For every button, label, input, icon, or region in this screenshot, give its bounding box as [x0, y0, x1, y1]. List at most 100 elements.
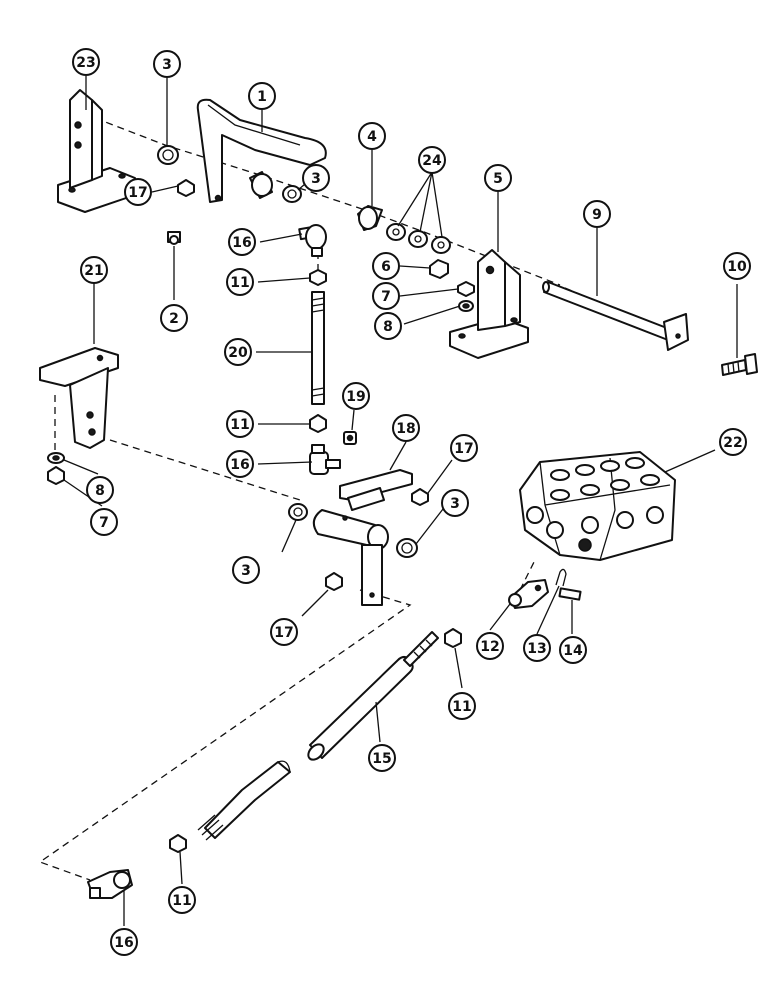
callout-circle: [342, 382, 370, 410]
callout-circle: [583, 200, 611, 228]
callout-19: 19: [342, 382, 370, 410]
callout-14: 14: [559, 636, 587, 664]
callout-label: 19: [346, 389, 365, 405]
callout-label: 3: [241, 563, 251, 579]
bushing-3d: [396, 538, 418, 558]
callout-7: 7: [372, 282, 400, 310]
callout-circle: [224, 338, 252, 366]
bushing-3a: [157, 145, 179, 165]
callout-circle: [450, 434, 478, 462]
callout-label: 1: [257, 89, 267, 105]
callout-label: 2: [169, 311, 179, 327]
nut-7b: [47, 466, 65, 485]
callout-label: 17: [274, 625, 293, 641]
bracket-5: [449, 249, 529, 359]
callout-label: 9: [592, 207, 602, 223]
callout-circle: [232, 556, 260, 584]
bushing-4: [357, 205, 383, 231]
callout-circle: [392, 414, 420, 442]
nut-6: [429, 259, 449, 279]
callout-label: 13: [527, 641, 546, 657]
callout-circle: [72, 48, 100, 76]
callout-circle: [226, 410, 254, 438]
callout-label: 20: [228, 345, 248, 361]
callout-2: 2: [160, 304, 188, 332]
pin-14: [558, 587, 582, 601]
callout-label: 23: [76, 55, 95, 71]
callout-label: 22: [723, 435, 742, 451]
washer-8b: [47, 452, 65, 464]
callout-circle: [226, 268, 254, 296]
pin-9: [542, 281, 689, 351]
callout-label: 16: [114, 935, 133, 951]
callout-circle: [248, 82, 276, 110]
lever-18: [312, 469, 413, 606]
callout-circle: [523, 634, 551, 662]
fitting-19: [343, 431, 357, 445]
callout-circle: [418, 146, 446, 174]
callout-11: 11: [168, 886, 196, 914]
callout-17: 17: [124, 178, 152, 206]
callout-label: 3: [450, 496, 460, 512]
callout-circle: [484, 164, 512, 192]
callout-circle: [476, 632, 504, 660]
callout-label: 6: [381, 259, 391, 275]
callout-13: 13: [523, 634, 551, 662]
callout-17: 17: [450, 434, 478, 462]
clip-13: [555, 568, 567, 587]
callout-6: 6: [372, 252, 400, 280]
bushing-3c: [288, 503, 308, 521]
callout-label: 11: [452, 699, 471, 715]
callout-20: 20: [224, 338, 252, 366]
callout-3: 3: [153, 50, 181, 78]
washer-8a: [458, 300, 474, 312]
callout-label: 11: [230, 275, 249, 291]
nut-17b: [411, 488, 429, 506]
callout-circle: [368, 744, 396, 772]
pedal-hub: [249, 171, 273, 199]
callout-label: 11: [230, 417, 249, 433]
callout-circle: [441, 489, 469, 517]
callout-4: 4: [358, 122, 386, 150]
bushing-3b: [282, 185, 302, 203]
callout-circle: [226, 450, 254, 478]
callout-3: 3: [441, 489, 469, 517]
bolt-10: [721, 353, 758, 376]
washers-24: [386, 223, 451, 254]
callout-5: 5: [484, 164, 512, 192]
swivel-16a: [298, 224, 327, 257]
callout-circle: [90, 508, 118, 536]
clevis-12: [508, 579, 549, 609]
nut-17a: [177, 179, 195, 197]
bracket-23: [57, 89, 136, 213]
callout-22: 22: [719, 428, 747, 456]
callout-9: 9: [583, 200, 611, 228]
callout-label: 10: [727, 259, 747, 275]
callout-label: 14: [563, 643, 583, 659]
callout-16: 16: [228, 228, 256, 256]
callout-16: 16: [226, 450, 254, 478]
callout-18: 18: [392, 414, 420, 442]
callout-10: 10: [723, 252, 751, 280]
swivel-16b: [309, 444, 341, 475]
callout-label: 15: [372, 751, 391, 767]
callout-8: 8: [86, 476, 114, 504]
callout-circle: [86, 476, 114, 504]
callout-circle: [358, 122, 386, 150]
nut-17c: [325, 572, 343, 591]
callout-circle: [559, 636, 587, 664]
callout-15: 15: [368, 744, 396, 772]
callout-12: 12: [476, 632, 504, 660]
valve-22: [519, 451, 676, 561]
callout-17: 17: [270, 618, 298, 646]
callout-label: 4: [367, 129, 377, 145]
callout-circle: [270, 618, 298, 646]
callout-3: 3: [302, 164, 330, 192]
callout-24: 24: [418, 146, 446, 174]
callout-label: 21: [84, 263, 103, 279]
callout-label: 3: [311, 171, 321, 187]
pedal-1: [196, 98, 327, 203]
callout-label: 16: [232, 235, 251, 251]
rod-20: [311, 291, 325, 405]
